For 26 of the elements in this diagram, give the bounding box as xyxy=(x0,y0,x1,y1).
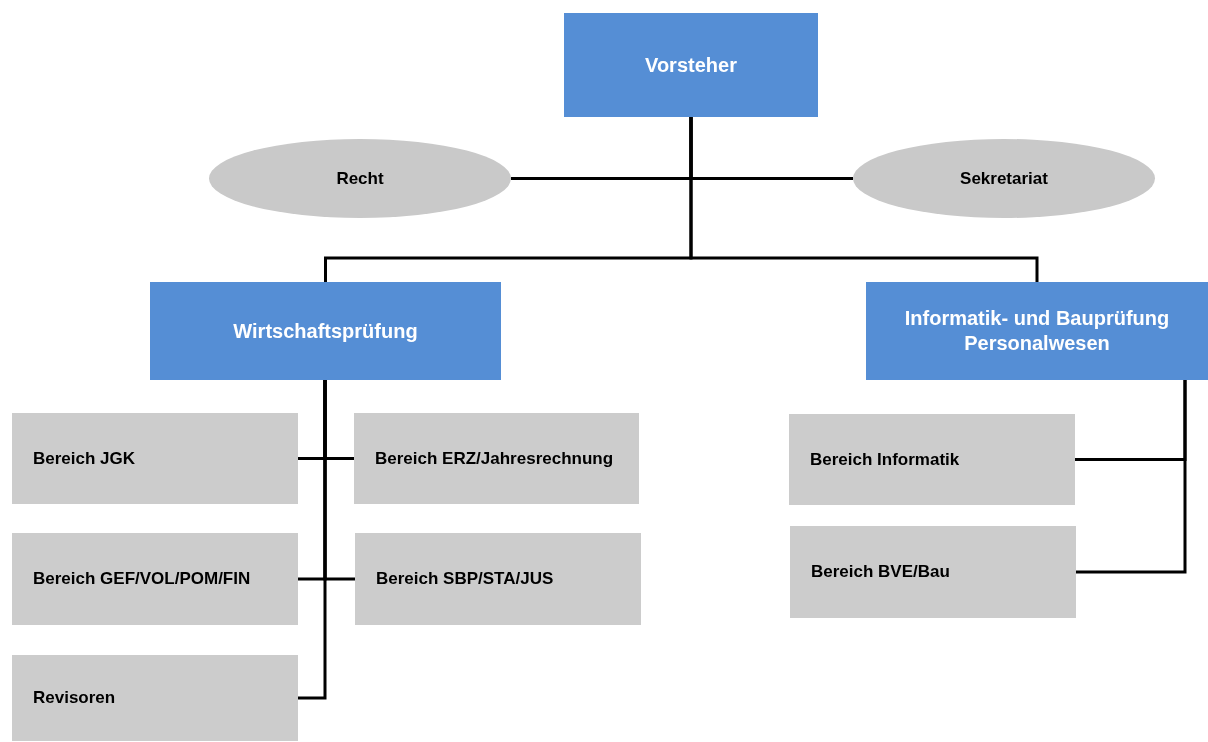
node-label: Bereich Informatik xyxy=(810,448,961,471)
department-box xyxy=(12,413,298,504)
node-label: Bereich BVE/Bau xyxy=(811,561,951,583)
connector-line xyxy=(1076,380,1187,574)
department-box xyxy=(355,533,641,625)
node-label: Revisoren xyxy=(33,687,117,709)
node-label: Personalwesen xyxy=(964,331,1110,356)
node-label: Vorsteher xyxy=(645,52,737,78)
node-label: Bereich JGK xyxy=(33,447,137,470)
node-label: Informatik- und Bauprüfung xyxy=(904,306,1170,331)
node-label: Bereich GEF/VOL/POM/FIN xyxy=(33,568,252,590)
node-label: Recht xyxy=(336,167,384,190)
department-box xyxy=(789,414,1075,505)
unit-box xyxy=(150,282,501,380)
node-label: Sekretariat xyxy=(960,167,1048,190)
connector-line xyxy=(298,380,327,700)
department-box xyxy=(354,413,639,504)
department-box xyxy=(12,533,298,625)
connector-line xyxy=(689,117,1039,282)
node-label: Wirtschaftsprüfung xyxy=(233,318,418,344)
unit-box xyxy=(866,282,1208,380)
node-label: Bereich ERZ/Jahresrechnung xyxy=(375,447,615,470)
department-box xyxy=(12,655,298,741)
department-box xyxy=(790,526,1076,618)
unit-box xyxy=(564,13,818,117)
node-label: Bereich SBP/STA/JUS xyxy=(376,568,555,590)
